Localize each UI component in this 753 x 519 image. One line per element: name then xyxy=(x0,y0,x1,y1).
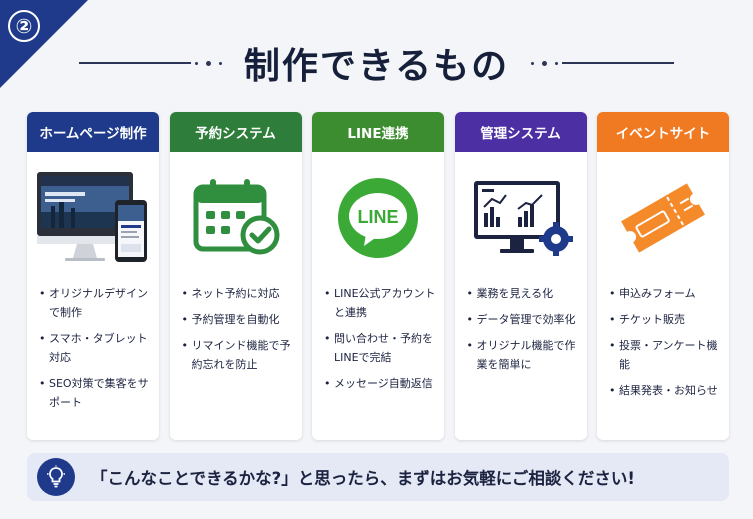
consultation-banner: 「こんなことできるかな?」と思ったら、まずはお気軽にご相談ください! xyxy=(27,453,729,501)
feature-list: 業務を見える化 データ管理で効率化 オリジナル機能で作業を簡単に xyxy=(455,284,587,374)
title-decoration-left xyxy=(78,60,226,66)
list-item: 申込みフォーム xyxy=(609,284,725,303)
list-item: スマホ・タブレット対応 xyxy=(39,329,155,367)
list-item: LINE公式アカウントと連携 xyxy=(324,284,440,322)
list-item: オリジナルデザインで制作 xyxy=(39,284,155,322)
feature-list: LINE公式アカウントと連携 問い合わせ・予約をLINEで完結 メッセージ自動返… xyxy=(312,284,444,393)
card-title: LINE連携 xyxy=(312,112,444,152)
monitor-chart-gear-icon xyxy=(455,152,587,284)
title-decoration-right xyxy=(527,60,675,66)
card-title: ホームページ制作 xyxy=(27,112,159,152)
banner-text: 「こんなことできるかな?」と思ったら、まずはお気軽にご相談ください! xyxy=(91,469,635,488)
line-logo-icon: LINE xyxy=(312,152,444,284)
list-item: 業務を見える化 xyxy=(467,284,583,303)
feature-list: 申込みフォーム チケット販売 投票・アンケート機能 結果発表・お知らせ xyxy=(597,284,729,400)
card-event: イベントサイト 申込みフォーム チケット販売 投票・アンケート機能 結果発表・お… xyxy=(597,112,729,440)
list-item: SEO対策で集客をサポート xyxy=(39,374,155,412)
service-cards: ホームページ制作 xyxy=(27,112,729,440)
card-title: 管理システム xyxy=(454,112,587,152)
list-item: 投票・アンケート機能 xyxy=(609,336,725,374)
card-homepage: ホームページ制作 xyxy=(27,112,159,440)
list-item: ネット予約に対応 xyxy=(182,284,298,303)
list-item: オリジナル機能で作業を簡単に xyxy=(467,336,583,374)
title-row: 制作できるもの xyxy=(0,38,753,88)
card-management: 管理システム xyxy=(454,112,587,440)
list-item: データ管理で効率化 xyxy=(467,310,583,329)
section-number-badge: ② xyxy=(8,10,40,42)
lightbulb-icon xyxy=(37,458,75,496)
list-item: リマインド機能で予約忘れを防止 xyxy=(182,336,298,374)
list-item: 予約管理を自動化 xyxy=(182,310,298,329)
card-title: 予約システム xyxy=(169,112,302,152)
list-item: メッセージ自動返信 xyxy=(324,374,440,393)
page-title: 制作できるもの xyxy=(243,46,510,87)
card-reservation: 予約システム ネット予約に対応 予約管理を自動化 リマインド機能で予約忘れを防止 xyxy=(169,112,302,440)
list-item: 結果発表・お知らせ xyxy=(609,381,725,400)
calendar-check-icon xyxy=(170,152,302,284)
feature-list: オリジナルデザインで制作 スマホ・タブレット対応 SEO対策で集客をサポート xyxy=(27,284,159,412)
svg-text:LINE: LINE xyxy=(357,207,398,227)
feature-list: ネット予約に対応 予約管理を自動化 リマインド機能で予約忘れを防止 xyxy=(170,284,302,374)
card-title: イベントサイト xyxy=(597,112,729,152)
list-item: 問い合わせ・予約をLINEで完結 xyxy=(324,329,440,367)
computer-and-phone-icon xyxy=(27,152,159,284)
list-item: チケット販売 xyxy=(609,310,725,329)
ticket-icon xyxy=(597,152,729,284)
card-line: LINE連携 LINE LINE公式アカウントと連携 問い合わせ・予約をLINE… xyxy=(312,112,444,440)
